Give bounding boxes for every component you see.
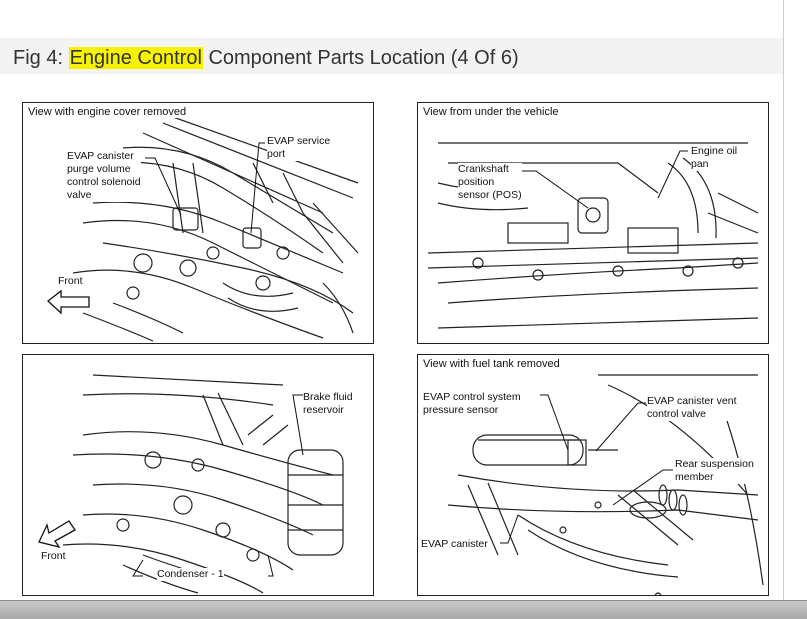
label-evap-canister: EVAP canister [421,538,488,551]
brake-area-drawing [38,374,344,594]
label-evap-vent-valve: EVAP canister vent control valve [647,395,737,421]
front-arrow-icon [38,520,76,549]
figure-title: Fig 4: Engine Control Component Parts Lo… [13,47,519,70]
label-evap-pressure-sensor: EVAP control system pressure sensor [423,391,521,417]
figure-header: Fig 4: Engine Control Component Parts Lo… [0,0,783,101]
panel-under-vehicle: View from under the vehicle [417,102,769,344]
label-front: Front [41,550,66,563]
panel-fuel-tank-removed: View with fuel tank removed [417,354,769,596]
engine-top-drawing [46,116,359,342]
panel-title: View with engine cover removed [28,106,187,118]
front-arrow-icon [46,289,90,315]
under-vehicle-drawing [427,142,759,329]
diagram-area: View with engine cover removed [0,100,783,600]
panel-title: View with fuel tank removed [423,358,560,370]
panel-engine-cover-removed: View with engine cover removed [22,102,374,344]
label-front: Front [58,275,83,288]
panel-brake-area: Brake fluid reservoir Front Condenser - … [22,354,374,596]
label-evap-purge-valve: EVAP canister purge volume control solen… [67,150,141,202]
label-engine-oil-pan: Engine oil pan [691,145,738,171]
page-right-border [783,0,784,600]
label-condenser: Condenser - 1 [157,568,224,581]
title-suffix: Component Parts Location (4 Of 6) [202,47,519,69]
fuel-tank-area-drawing [447,374,764,595]
scrollbar[interactable] [784,0,807,600]
label-rear-suspension-member: Rear suspension member [675,458,754,484]
label-crankshaft-sensor: Crankshaft position sensor (POS) [458,163,522,202]
title-highlight: Engine Control [68,47,203,69]
panel-title: View from under the vehicle [423,106,559,118]
label-brake-fluid-reservoir: Brake fluid reservoir [303,391,353,417]
bottom-edge-bar [0,600,807,619]
title-prefix: Fig 4: [13,47,69,69]
label-evap-service-port: EVAP service port [267,135,331,161]
